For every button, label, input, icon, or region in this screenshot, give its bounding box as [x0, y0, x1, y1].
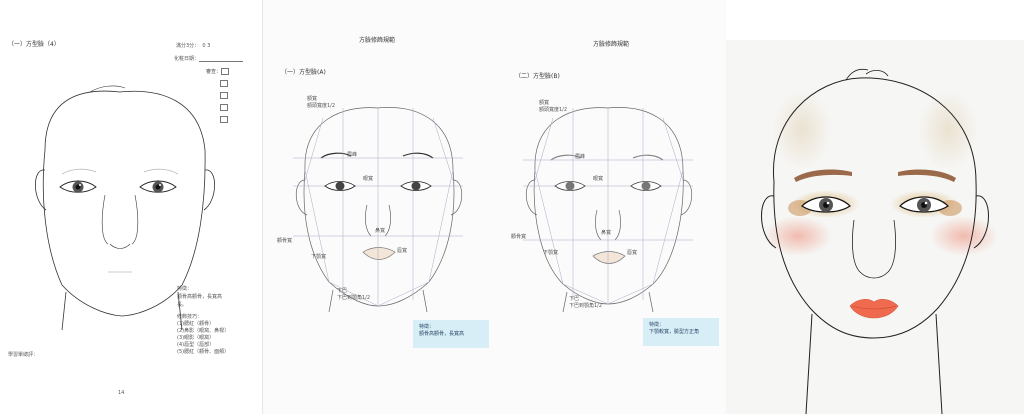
left-label: 下巴	[337, 288, 347, 294]
right-label: 額頭寬度1/2	[539, 107, 567, 113]
right-eye-icon	[140, 181, 176, 193]
left-note-box: 特徵： 額骨高顴骨，長寬高	[413, 320, 489, 348]
left-label: 眉峰	[347, 152, 357, 158]
left-label: 下顎寬	[311, 254, 326, 260]
makeup-face-drawing	[726, 0, 1024, 414]
left-label: 額寬	[307, 96, 317, 102]
eyebrow-right	[898, 170, 956, 182]
left-label: 眼寬	[363, 176, 373, 182]
right-label: 下巴到顎角1/2	[569, 303, 602, 309]
right-label: 眉峰	[575, 154, 585, 160]
right-label: 下巴	[569, 296, 579, 302]
left-label: 額頭寬度1/2	[307, 103, 335, 109]
right-label: 眼寬	[593, 176, 603, 182]
right-label: 額寬	[539, 100, 549, 106]
right-label: 鼻寬	[601, 230, 611, 236]
face-analysis-panel: 方臉修飾規範 方臉修飾規範 （一）方型臉(A) （二）方型臉(B)	[262, 0, 729, 414]
right-label: 唇寬	[627, 250, 637, 256]
makeup-result-panel	[726, 0, 1024, 414]
lips	[850, 299, 898, 318]
footer-label: 學習單總評：	[8, 352, 38, 358]
page-number: 14	[118, 390, 124, 396]
technique-notes: 修飾技巧： (1)腮紅（顴骨） (2)鼻影（眼窩、鼻樑） (3)眼影（眼窩） (…	[177, 314, 229, 356]
analysis-drawings	[263, 0, 729, 414]
features-notes: 特徵： 額骨高顴骨，長寬高 長。	[177, 285, 222, 309]
right-label: 下顎寬	[543, 250, 558, 256]
left-label: 鼻寬	[375, 228, 385, 234]
left-label: 唇寬	[397, 248, 407, 254]
right-label: 顴骨寬	[511, 234, 526, 240]
left-label: 下巴到顎角1/2	[337, 295, 370, 301]
eyebrow-left	[794, 170, 852, 182]
blush-left	[764, 216, 832, 256]
left-label: 顴骨寬	[277, 238, 292, 244]
left-eye-icon	[60, 181, 96, 193]
right-note-box: 特徵： 下顎較寬，臉型方正角	[643, 318, 719, 346]
face-worksheet-panel: （一）方型臉（4） 滿分3分： 0 3 化粧日期： 審查：	[0, 0, 262, 414]
